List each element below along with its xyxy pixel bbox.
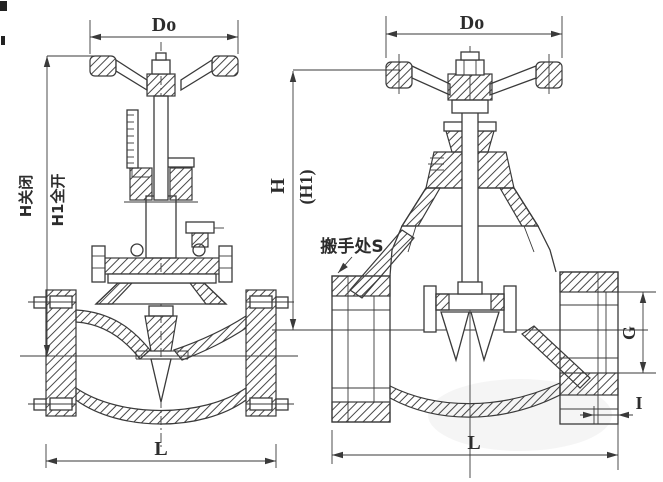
wrench-flats-label: 搬手处S xyxy=(320,236,383,257)
right-dim-do-label: Do xyxy=(460,12,484,34)
right-dim-g-label: G xyxy=(619,326,639,340)
left-valve-handwheel xyxy=(89,52,239,97)
left-valve-dimensions: Do H关闭 H1全开 L xyxy=(17,14,277,468)
right-valve: Do H (H1) 搬手处S G I xyxy=(267,12,656,478)
left-dim-do-label: Do xyxy=(152,14,176,36)
left-valve: Do H关闭 H1全开 L xyxy=(17,14,298,468)
right-dim-h1-label: (H1) xyxy=(296,170,317,205)
left-dim-h-closed-label: H关闭 xyxy=(17,175,35,218)
right-valve-body xyxy=(331,225,619,425)
right-valve-dimensions: Do H (H1) 搬手处S G I xyxy=(267,12,656,470)
left-valve-stem xyxy=(153,95,169,201)
scan-artifact-marks xyxy=(0,1,7,45)
right-dim-i-label: I xyxy=(635,393,642,413)
right-valve-handwheel xyxy=(385,51,563,101)
right-valve-bonnet xyxy=(400,99,540,295)
right-valve-stem xyxy=(461,111,479,285)
watermark-smudge xyxy=(428,379,612,451)
right-dim-h-label: H xyxy=(267,178,289,194)
left-valve-bonnet xyxy=(91,95,233,284)
left-dim-h1-open-label: H1全开 xyxy=(49,174,67,227)
left-dim-l-label: L xyxy=(154,438,167,460)
right-dim-l-label: L xyxy=(467,432,480,454)
left-valve-body xyxy=(28,282,294,425)
